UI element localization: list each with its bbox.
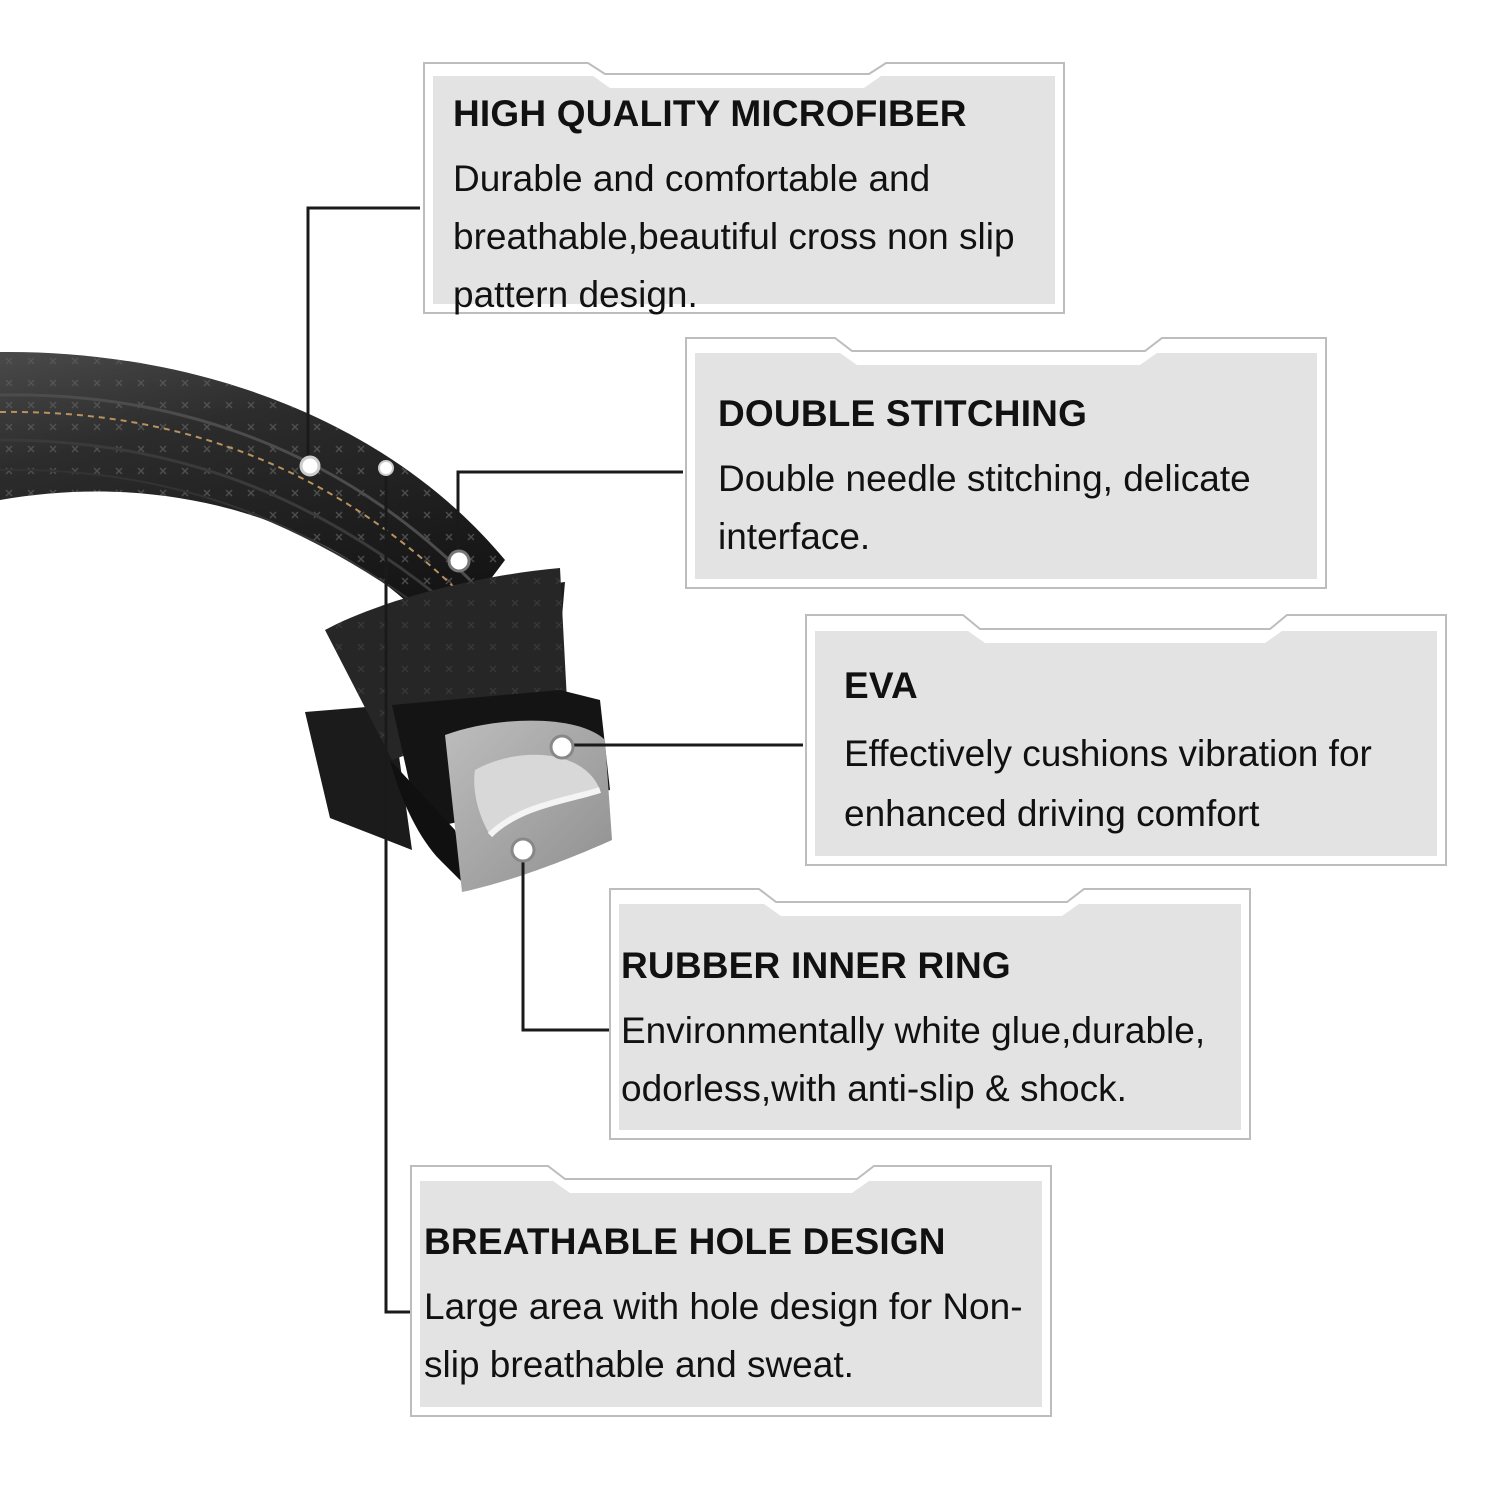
feature-card-eva: EVA Effectively cushions vibration for e… (805, 612, 1449, 868)
wheel-cover-texture (0, 351, 505, 640)
card-description: Durable and comfortable and breathable,b… (453, 158, 1015, 315)
card-description: Environmentally white glue,durable, odor… (621, 1010, 1206, 1109)
stitching-line (0, 410, 463, 596)
card-description: Effectively cushions vibration for enhan… (844, 733, 1372, 834)
rubber-inner-ring (474, 754, 600, 835)
card-title: DOUBLE STITCHING (718, 393, 1088, 434)
callout-lines (306, 206, 803, 1314)
card-title: BREATHABLE HOLE DESIGN (424, 1221, 946, 1262)
feature-card-breathable-hole: BREATHABLE HOLE DESIGN Large area with h… (410, 1163, 1054, 1419)
card-description: Double needle stitching, delicate interf… (718, 458, 1251, 557)
feature-card-double-stitching: DOUBLE STITCHING Double needle stitching… (685, 335, 1329, 591)
card-title: EVA (844, 665, 918, 706)
feature-card-microfiber: HIGH QUALITY MICROFIBER Durable and comf… (423, 60, 1067, 316)
card-title: RUBBER INNER RING (621, 945, 1011, 986)
feature-card-rubber-inner-ring: RUBBER INNER RING Environmentally white … (609, 886, 1253, 1142)
card-frame (609, 888, 1251, 1140)
card-frame (685, 337, 1327, 589)
card-frame (410, 1165, 1052, 1417)
card-title: HIGH QUALITY MICROFIBER (453, 93, 967, 134)
card-frame (805, 614, 1447, 866)
card-frame (423, 62, 1065, 314)
callout-dots (299, 455, 575, 863)
card-description: Large area with hole design for Non-slip… (424, 1286, 1023, 1385)
